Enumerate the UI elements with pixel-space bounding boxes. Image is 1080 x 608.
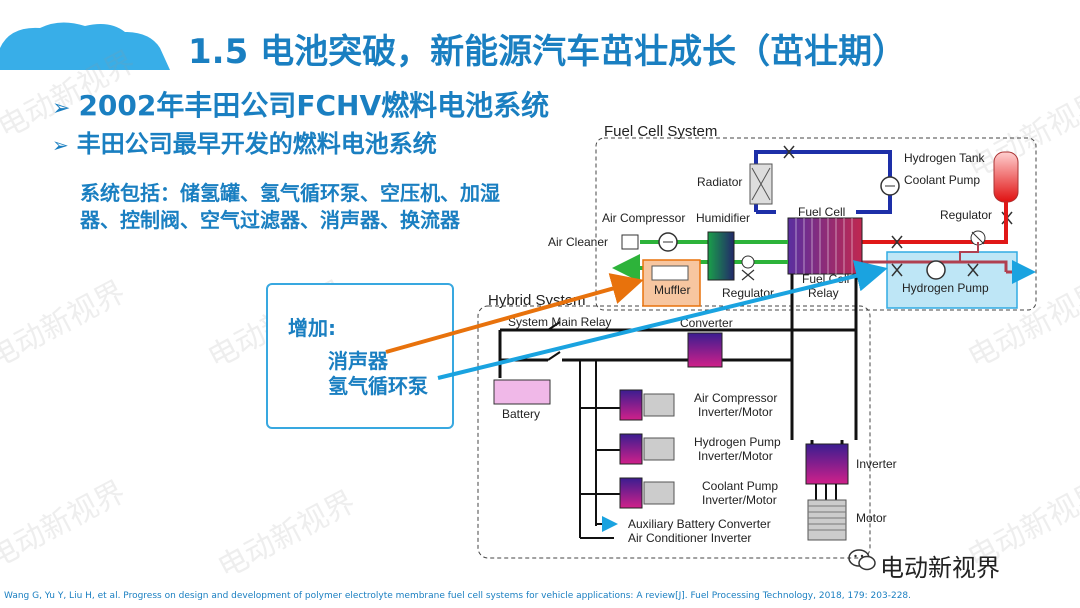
air-conditioner-inverter-label: Air Conditioner Inverter bbox=[628, 531, 751, 545]
bullet-marker: ➢ bbox=[52, 133, 69, 157]
hydrogen-pump-highlight bbox=[886, 251, 1018, 309]
hydrogen-pump-inverter bbox=[619, 433, 643, 465]
coolant-pump-inverter-label-1: Coolant Pump bbox=[702, 479, 778, 493]
humidifier-label: Humidifier bbox=[696, 211, 750, 225]
fuel-cell-system-boundary bbox=[595, 137, 1037, 311]
bullet-1-text: 2002年丰田公司FCHV燃料电池系统 bbox=[78, 89, 550, 122]
hydrogen-supply-line bbox=[862, 202, 1008, 244]
hydrogen-pump-inverter-label-1: Hydrogen Pump bbox=[694, 435, 781, 449]
inverter-label: Inverter bbox=[856, 457, 897, 471]
addition-note-box bbox=[266, 283, 454, 429]
muffler-pointer-arrow bbox=[385, 273, 644, 354]
coolant-pump-inverter-label-2: Inverter/Motor bbox=[702, 493, 777, 507]
hydrogen-pump bbox=[926, 260, 946, 280]
brand-name: 电动新视界 bbox=[880, 554, 1000, 582]
fuel-cell-label: Fuel Cell bbox=[798, 205, 845, 219]
air-compressor-inverter bbox=[619, 389, 643, 421]
coolant-loop bbox=[754, 150, 892, 214]
main-inverter bbox=[805, 443, 849, 485]
motor-label: Motor bbox=[856, 511, 887, 525]
battery bbox=[493, 379, 551, 405]
battery-label: Battery bbox=[502, 407, 540, 421]
hydrogen-recirc-line bbox=[862, 260, 1008, 272]
hydrogen-pump-inverter-label-2: Inverter/Motor bbox=[698, 449, 773, 463]
note-title: 增加: bbox=[288, 316, 336, 340]
system-main-relay-label: System Main Relay bbox=[508, 315, 611, 329]
note-item-hydrogen-pump: 氢气循环泵 bbox=[328, 374, 428, 398]
radiator-label: Radiator bbox=[697, 175, 742, 189]
muffler-label: Muffler bbox=[654, 283, 690, 297]
hydrogen-pump-pointer-arrow bbox=[437, 260, 888, 380]
air-cleaner-label: Air Cleaner bbox=[548, 235, 608, 249]
slide-title: 1.5 电池突破，新能源汽车茁壮成长（茁壮期） bbox=[188, 32, 907, 72]
air-compressor-label: Air Compressor bbox=[602, 211, 685, 225]
aux-battery-converter-label: Auxiliary Battery Converter bbox=[628, 517, 771, 531]
fuel-cell-system-label: Fuel Cell System bbox=[604, 123, 717, 140]
corner-decoration bbox=[0, 18, 170, 71]
hydrogen-tank bbox=[993, 151, 1019, 203]
bullet-2: ➢ 丰田公司最早开发的燃料电池系统 bbox=[52, 124, 437, 159]
regulator-left-label: Regulator bbox=[722, 286, 774, 300]
bullet-1: ➢ 2002年丰田公司FCHV燃料电池系统 bbox=[52, 84, 549, 124]
fuel-cell-relay-label-2: Relay bbox=[808, 286, 839, 300]
air-compressor-inverter-label-2: Inverter/Motor bbox=[698, 405, 773, 419]
hydrogen-pump-label: Hydrogen Pump bbox=[902, 281, 989, 295]
fuel-cell-relay-label-1: Fuel Cell bbox=[802, 272, 849, 286]
traction-motor bbox=[807, 499, 847, 541]
converter bbox=[687, 332, 723, 368]
bullet-2-text: 丰田公司最早开发的燃料电池系统 bbox=[76, 130, 437, 158]
fuel-cell-stack bbox=[787, 217, 863, 275]
air-cleaner bbox=[621, 234, 639, 250]
wechat-icon bbox=[848, 548, 876, 576]
air-compressor-inverter-label-1: Air Compressor bbox=[694, 391, 777, 405]
hydrogen-tank-label: Hydrogen Tank bbox=[904, 151, 985, 165]
humidifier bbox=[707, 231, 735, 281]
coolant-pump-label: Coolant Pump bbox=[904, 173, 980, 187]
regulator-right-label: Regulator bbox=[940, 208, 992, 222]
note-item-muffler: 消声器 bbox=[328, 349, 388, 373]
muffler bbox=[651, 265, 689, 281]
bullet-marker: ➢ bbox=[52, 96, 71, 121]
system-description: 系统包括：储氢罐、氢气循环泵、空压机、加湿器、控制阀、空气过滤器、消声器、换流器 bbox=[80, 181, 500, 232]
citation: Wang G, Yu Y, Liu H, et al. Progress on … bbox=[4, 591, 912, 601]
converter-label: Converter bbox=[680, 316, 733, 330]
coolant-pump-inverter bbox=[619, 477, 643, 509]
